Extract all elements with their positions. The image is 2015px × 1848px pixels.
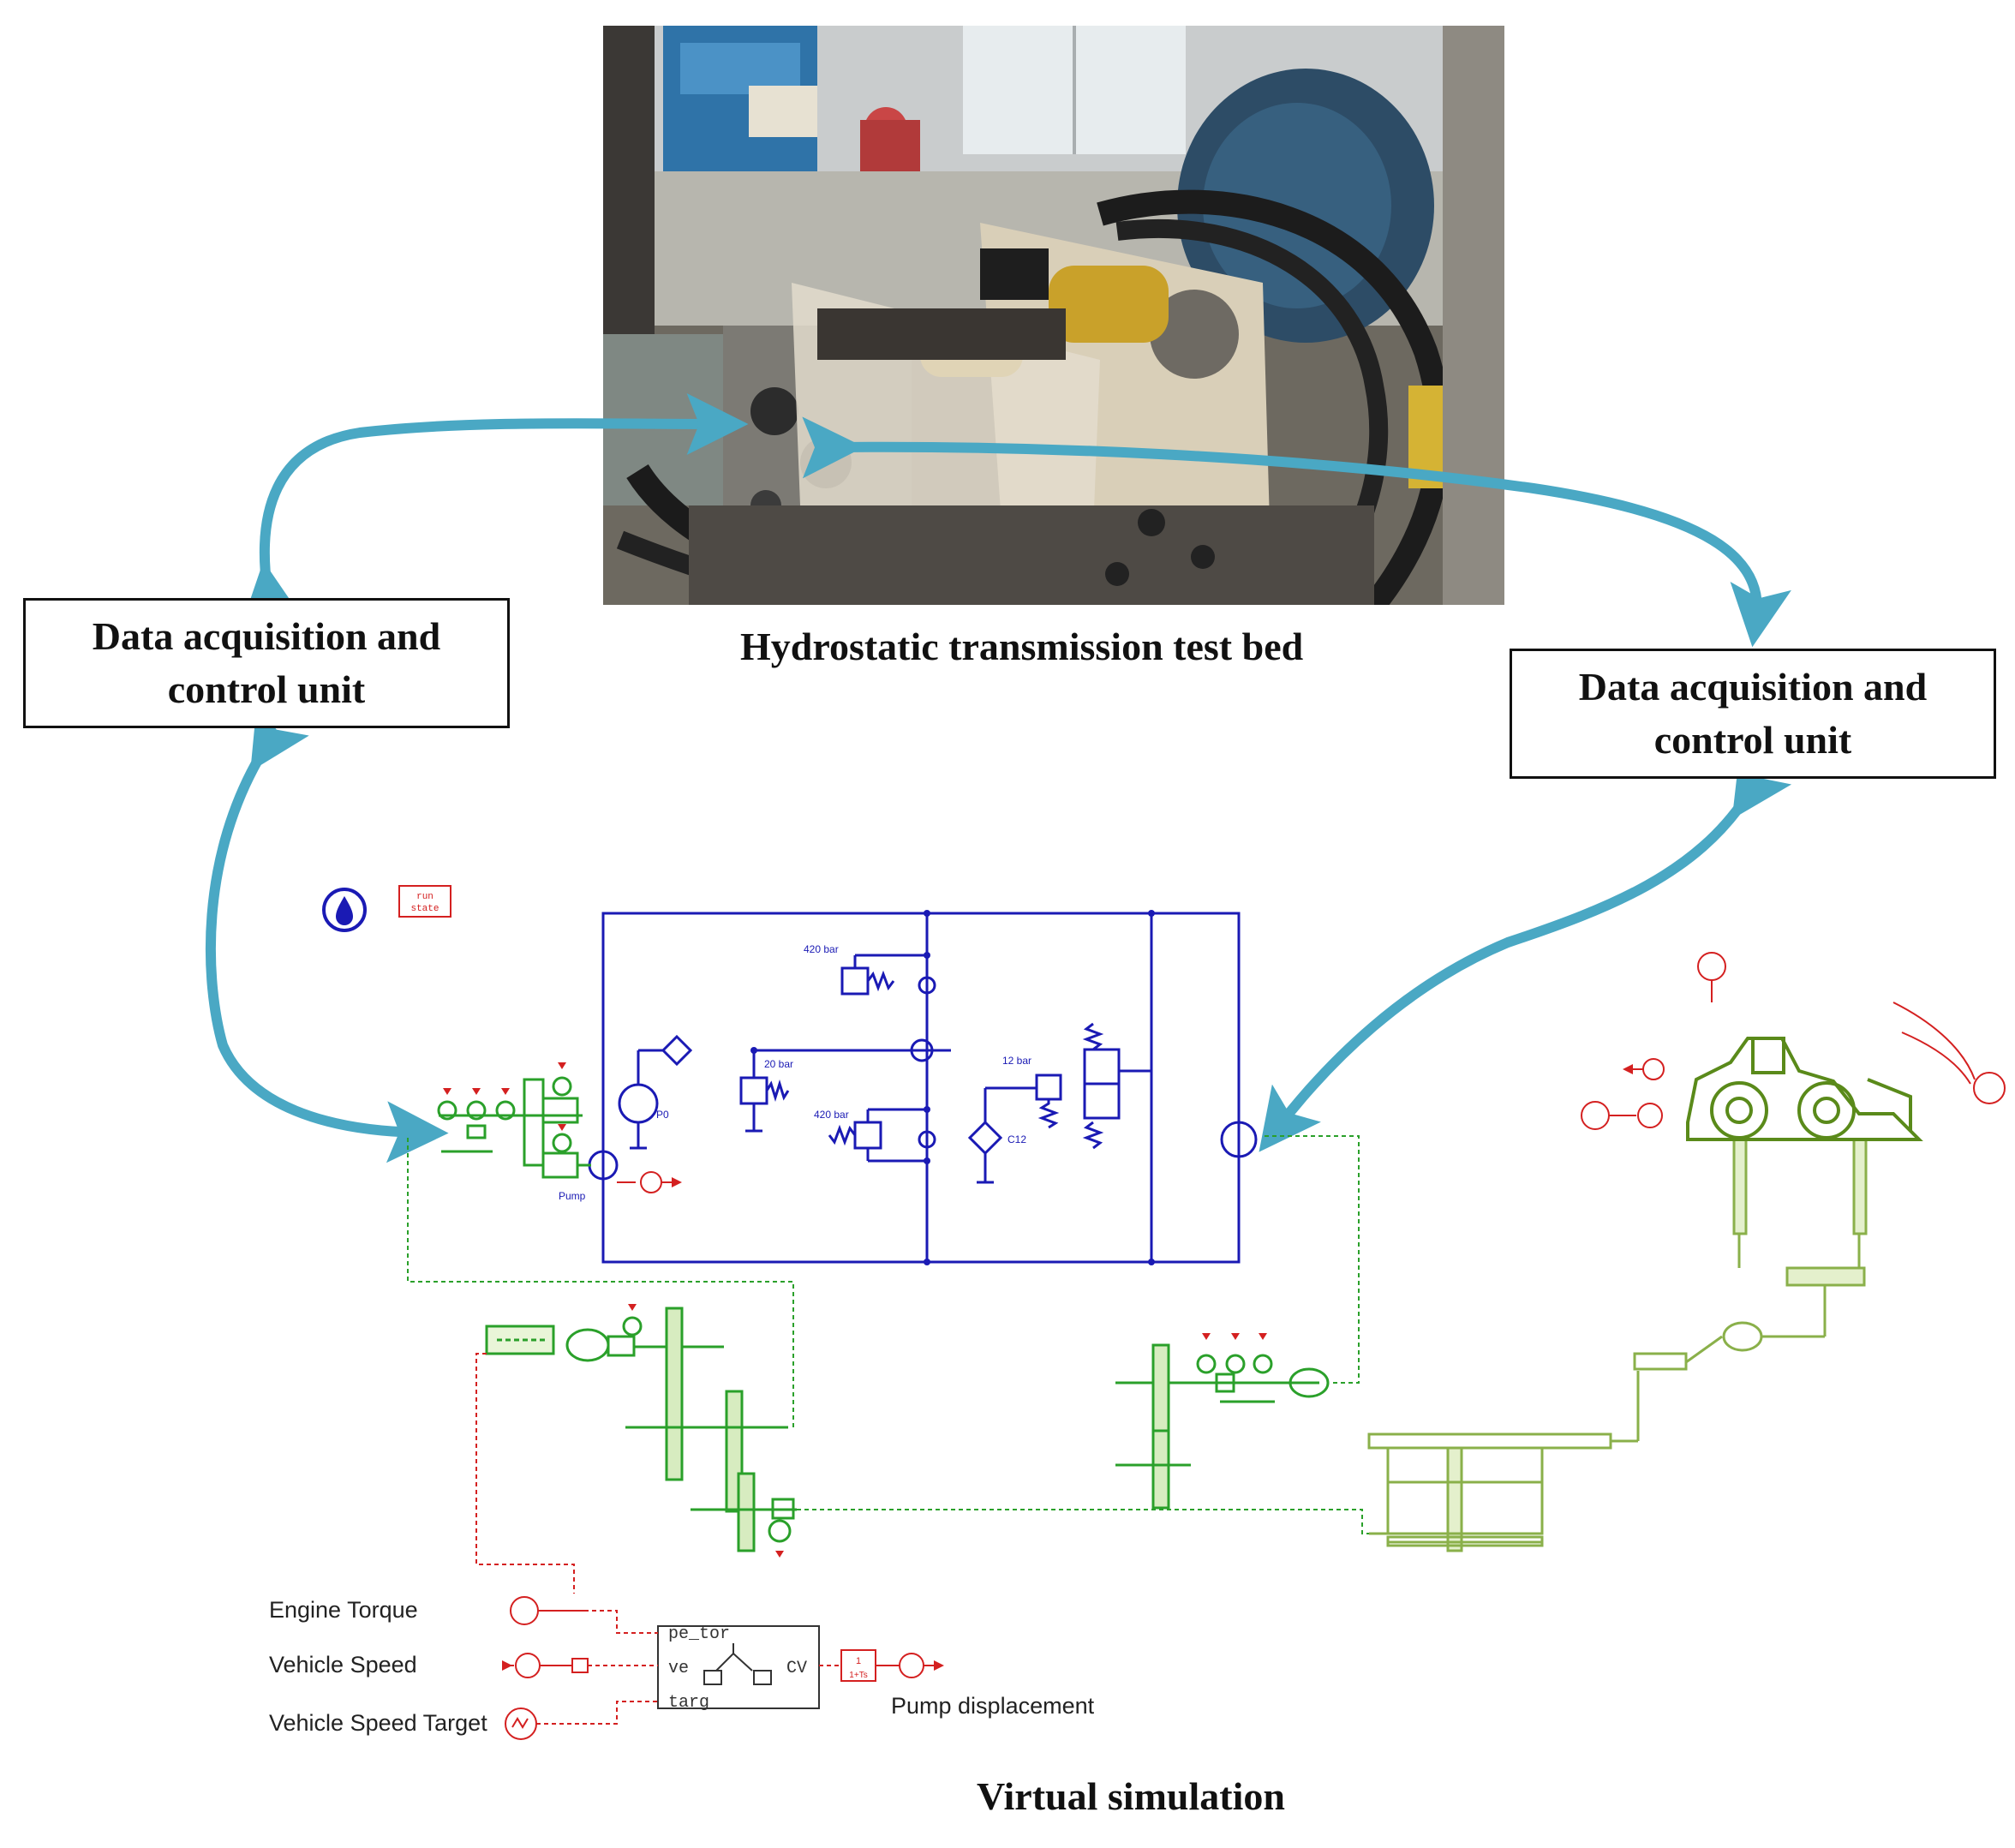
left-lower-arrow — [205, 703, 449, 1163]
engine-sensor-flags — [443, 1062, 566, 1131]
middle-dashed-connections — [1265, 1135, 1360, 1384]
test-bed-photo — [603, 26, 1504, 605]
engine-torque-label: Engine Torque — [269, 1597, 418, 1623]
right-upper-arrow — [802, 416, 1791, 648]
left-unit-line2: control unit — [167, 667, 366, 711]
engine-sensor-group — [437, 1076, 591, 1179]
controller-block: pe_tor ve targ CV — [657, 1624, 820, 1713]
svg-text:1: 1 — [856, 1656, 861, 1666]
svg-text:pe_tor: pe_tor — [668, 1624, 730, 1644]
hydraulic-fluid-icon — [322, 888, 367, 932]
gearbox-middle-flags — [1202, 1333, 1267, 1340]
right-data-acquisition-box: Data acquisition and control unit — [1510, 649, 1996, 779]
left-unit-line1: Data acquisition and — [92, 614, 441, 658]
pump-actuator — [617, 1171, 682, 1193]
hydraulic-junctions — [750, 910, 1155, 1265]
vehicle-signals — [1581, 952, 2006, 1130]
right-unit-line1: Data acquisition and — [1578, 665, 1928, 709]
c12-label: C12 — [1008, 1133, 1026, 1145]
vehicle-speed-target-label: Vehicle Speed Target — [269, 1710, 487, 1736]
relief-mid-label: 20 bar — [764, 1058, 793, 1070]
left-data-acquisition-box: Data acquisition and control unit — [23, 598, 510, 728]
pump-displacement-label: Pump displacement — [891, 1693, 1095, 1719]
gearbox-left-flags — [628, 1304, 784, 1558]
relief-top-label: 420 bar — [804, 943, 839, 955]
svg-text:ve: ve — [668, 1659, 689, 1678]
gearbox-left — [485, 1307, 797, 1552]
wheel-loader-icon — [1686, 1037, 1923, 1141]
relief-right-label: 12 bar — [1002, 1055, 1031, 1067]
test-bed-photo-illustration — [603, 26, 1504, 605]
svg-text:targ: targ — [668, 1693, 709, 1713]
right-unit-line2: control unit — [1653, 718, 1852, 762]
svg-text:run: run — [416, 892, 433, 902]
hydraulic-circuit — [588, 912, 1258, 1264]
relief-bottom-label: 420 bar — [814, 1109, 849, 1121]
photo-caption: Hydrostatic transmission test bed — [740, 625, 1304, 668]
differential — [1367, 1432, 1612, 1552]
controller-signal-lines: 1 1+Ts — [502, 1596, 944, 1740]
gearbox-middle — [1115, 1343, 1330, 1510]
p0-label: P0 — [656, 1109, 669, 1121]
pump-label: Pump — [559, 1190, 586, 1202]
hydraulic-text-labels: 420 bar 20 bar 420 bar 12 bar Pump P0 C1… — [559, 943, 1031, 1202]
svg-text:1+Ts: 1+Ts — [849, 1671, 867, 1680]
vehicle-speed-label: Vehicle Speed — [269, 1652, 417, 1678]
left-upper-arrow — [241, 392, 749, 626]
simulation-caption: Virtual simulation — [977, 1774, 1285, 1818]
svg-text:state: state — [410, 904, 439, 914]
differential-shafts — [1611, 1138, 1868, 1443]
right-lower-arrow — [1259, 751, 1792, 1152]
run-state-icon: run state — [398, 885, 451, 918]
svg-text:CV: CV — [786, 1659, 807, 1678]
